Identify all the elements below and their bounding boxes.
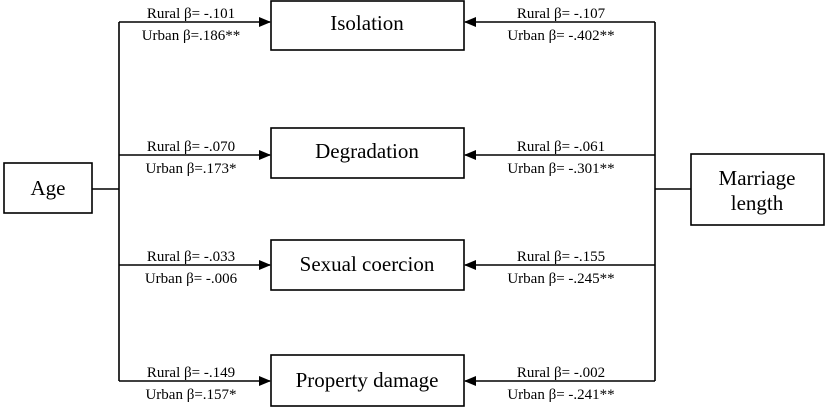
outcome-row-property-damage: Property damage Rural β= -.149 Urban β=.… [119, 354, 655, 407]
outcome-row-degradation: Degradation Rural β= -.070 Urban β=.173*… [119, 127, 655, 179]
marriage-length-label-line1: Marriage [719, 166, 796, 190]
age-sexual-coercion-urban-beta: Urban β= -.006 [145, 271, 238, 287]
age-isolation-rural-beta: Rural β= -.101 [147, 6, 235, 22]
marriage-sexual-coercion-urban-beta: Urban β= -.245** [507, 271, 614, 287]
marriage-isolation-urban-beta: Urban β= -.402** [507, 28, 614, 44]
marriage-length-node: Marriage length [690, 153, 825, 226]
age-label: Age [31, 176, 66, 200]
isolation-box [270, 0, 465, 51]
sexual-coercion-label: Sexual coercion [300, 252, 435, 276]
property-damage-box [270, 354, 465, 407]
age-degradation-rural-beta: Rural β= -.070 [147, 139, 235, 155]
age-property-damage-urban-beta: Urban β=.157* [145, 387, 236, 403]
degradation-label: Degradation [315, 139, 419, 163]
marriage-sexual-coercion-rural-beta: Rural β= -.155 [517, 249, 605, 265]
age-node: Age [3, 162, 93, 214]
age-property-damage-rural-beta: Rural β= -.149 [147, 365, 235, 381]
age-sexual-coercion-rural-beta: Rural β= -.033 [147, 249, 235, 265]
marriage-property-damage-rural-beta: Rural β= -.002 [517, 365, 605, 381]
marriage-length-label-line2: length [731, 191, 784, 215]
age-degradation-urban-beta: Urban β=.173* [145, 161, 236, 177]
marriage-degradation-urban-beta: Urban β= -.301** [507, 161, 614, 177]
marriage-degradation-rural-beta: Rural β= -.061 [517, 139, 605, 155]
marriage-isolation-rural-beta: Rural β= -.107 [517, 6, 606, 22]
outcome-row-sexual-coercion: Sexual coercion Rural β= -.033 Urban β= … [119, 239, 655, 291]
age-isolation-urban-beta: Urban β=.186** [142, 28, 241, 44]
property-damage-label: Property damage [296, 368, 439, 392]
outcome-row-isolation: Isolation Rural β= -.101 Urban β=.186** … [119, 0, 655, 51]
degradation-box [270, 127, 465, 179]
sexual-coercion-box [270, 239, 465, 291]
marriage-property-damage-urban-beta: Urban β= -.241** [507, 387, 614, 403]
isolation-label: Isolation [330, 11, 404, 35]
